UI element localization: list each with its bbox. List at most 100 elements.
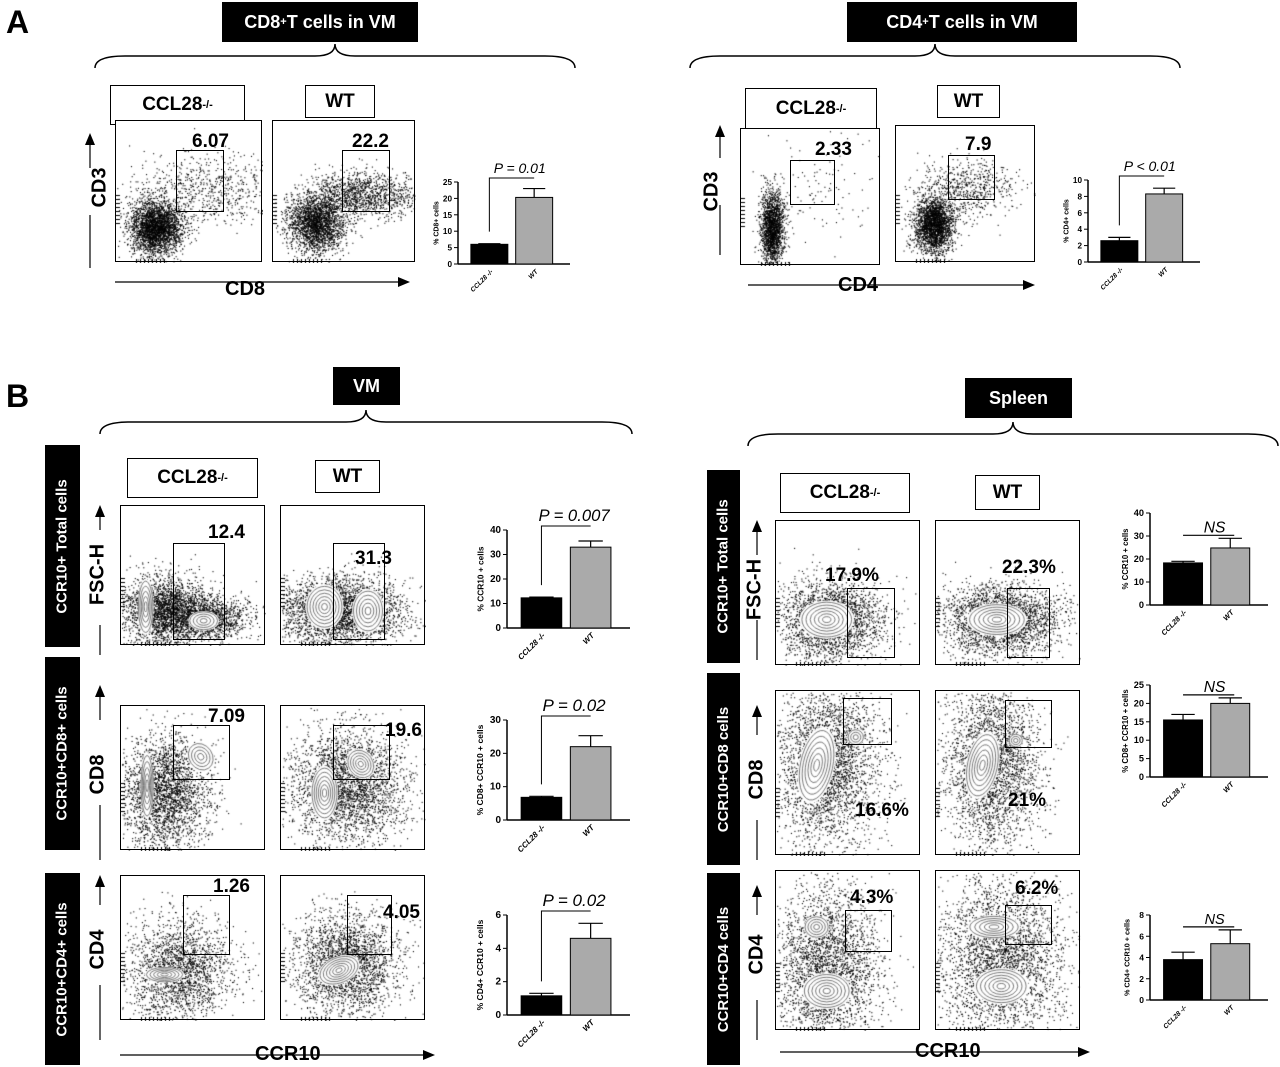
category-label: WT: [1223, 1004, 1236, 1017]
flow-dot-plot: [281, 706, 426, 851]
y-tick-label: 20: [490, 574, 501, 585]
genotype-superscript: -/-: [217, 472, 228, 484]
y-tick-label: 10: [490, 599, 501, 610]
y-tick-label: 0: [1139, 772, 1144, 782]
flow-plot: [120, 705, 266, 851]
flow-dot-plot: [281, 506, 426, 646]
arrow-head-icon: [1023, 280, 1035, 290]
category-label: WT: [581, 1017, 597, 1033]
y-axis-label: % CD8+ cells: [433, 201, 440, 245]
gate-rectangle: [948, 155, 995, 200]
flow-plot: [280, 875, 426, 1021]
flow-dot-plot: [896, 126, 1036, 263]
gate-percentage: 17.9%: [825, 565, 879, 586]
y-axis-label: % CD4+ cells: [1063, 199, 1070, 243]
gate-rectangle: [173, 725, 230, 780]
genotype-name: WT: [325, 90, 355, 112]
bar-ccl28: [520, 796, 563, 821]
y-tick-label: 20: [443, 194, 453, 203]
genotype-name: WT: [992, 481, 1023, 503]
arrow-head-icon: [85, 133, 95, 145]
y-tick-label: 0: [1139, 995, 1144, 1005]
y-axis-label: % CD4+ CCR10 + cells: [1123, 919, 1132, 996]
y-tick-label: 10: [1073, 176, 1083, 185]
flow-plot: [272, 120, 416, 263]
arrow-head-icon: [398, 277, 410, 287]
row-label-spleen: CCR10+CD4 cells: [707, 873, 740, 1065]
significance-bracket: [488, 177, 535, 232]
genotype-label-wt: WT: [305, 85, 375, 118]
row-label-text: CCR10+CD8 cells: [715, 706, 733, 832]
genotype-label-wt: WT: [315, 460, 380, 493]
genotype-superscript: -/-: [869, 487, 881, 499]
arrow-head-icon: [752, 705, 762, 717]
gate-percentage: 31.3: [355, 548, 392, 569]
arrow-head-icon: [95, 875, 105, 887]
significance-annotation: P = 0.02: [542, 891, 606, 910]
gate-percentage: 22.3%: [1002, 557, 1056, 578]
arrow-head-icon: [95, 685, 105, 697]
flow-dot-plot: [121, 876, 266, 1021]
panel-title-spleen: Spleen: [965, 378, 1072, 418]
x-axis-label: CCR10: [915, 1040, 981, 1062]
gate-percentage: 16.6%: [855, 800, 909, 821]
bar-wt: [569, 746, 612, 821]
gate-percentage: 21%: [1008, 790, 1047, 811]
category-label: CCL28 -/-: [1159, 780, 1189, 810]
flow-plot: [935, 690, 1081, 856]
y-axis-label: % CD4+ CCR10 + cells: [475, 919, 485, 1010]
y-tick-label: 5: [447, 244, 452, 253]
gate-percentage: 12.4: [208, 522, 245, 543]
gate-rectangle: [176, 150, 224, 212]
flow-dot-plot: [273, 121, 416, 263]
category-label: WT: [1221, 779, 1237, 795]
flow-dot-plot: [936, 871, 1081, 1031]
y-tick-label: 10: [1134, 735, 1144, 745]
y-tick-label: 30: [490, 715, 502, 726]
flow-dot-plot: [741, 129, 881, 266]
significance-bracket: [540, 910, 591, 982]
genotype-name: CCL28: [157, 467, 218, 488]
significance-annotation: P = 0.007: [538, 506, 610, 525]
title-superscript: +: [280, 16, 287, 28]
flow-dot-plot: [776, 691, 921, 856]
category-label: CCL28 -/-: [1159, 608, 1189, 638]
row-label-spleen: CCR10+ Total cells: [707, 470, 740, 663]
y-tick-label: 25: [1134, 680, 1144, 690]
flow-dot-plot: [281, 876, 426, 1021]
y-axis-label: CD3: [88, 167, 111, 208]
panel-title-vm: VM: [333, 367, 400, 405]
gate-rectangle: [333, 543, 385, 640]
significance-annotation: P = 0.02: [542, 696, 606, 715]
y-tick-label: 15: [1134, 717, 1144, 727]
brace: [94, 43, 576, 69]
x-axis-label: CD8: [225, 278, 266, 300]
flow-dot-plot: [116, 121, 263, 263]
bar-ccl28: [520, 597, 563, 629]
flow-dot-plot: [936, 521, 1081, 666]
genotype-name: CCL28: [809, 482, 870, 503]
brace: [99, 409, 633, 435]
category-label: WT: [581, 630, 597, 646]
y-axis-label: % CCR10 + cells: [475, 546, 485, 611]
category-label: CCL28 -/-: [516, 1018, 547, 1049]
row-label-text: CCR10+CD4 cells: [715, 906, 733, 1032]
brace: [689, 43, 1181, 69]
flow-plot: [280, 705, 426, 851]
flow-plot: [120, 505, 266, 646]
panel-letter-a: A: [6, 4, 30, 40]
category-label: WT: [1221, 607, 1237, 623]
gate-percentage: 7.09: [208, 706, 245, 727]
genotype-label-wt: WT: [975, 475, 1040, 510]
y-tick-label: 0: [447, 260, 452, 269]
gate-rectangle: [847, 588, 895, 658]
y-tick-label: 4: [1077, 225, 1082, 234]
y-axis-label: % CCR10 + cells: [1121, 528, 1130, 590]
y-tick-label: 0: [495, 815, 501, 826]
gate-percentage: 2.33: [815, 139, 852, 160]
